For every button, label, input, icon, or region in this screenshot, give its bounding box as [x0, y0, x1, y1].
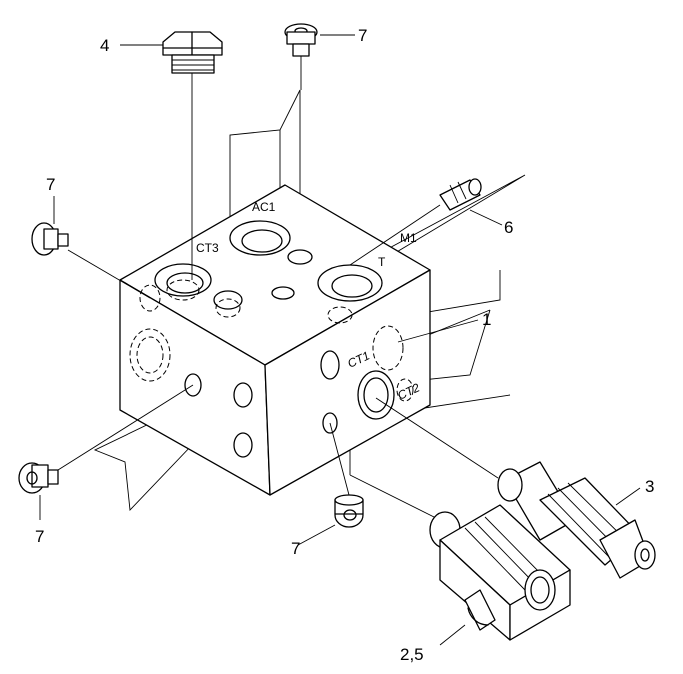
plug-large: [162, 31, 223, 280]
pin: [349, 178, 482, 266]
port-m1: M1: [400, 231, 417, 245]
callout-3: 3: [645, 477, 654, 496]
valve-block: [119, 184, 431, 496]
callout-7-bottom: 7: [291, 539, 300, 558]
callout-4: 4: [100, 36, 109, 55]
solenoid-valve: [429, 504, 571, 641]
callout-6: 6: [504, 218, 513, 237]
callout-2-5: 2,5: [400, 645, 424, 664]
callout-1: 1: [482, 310, 491, 329]
screw-bottom: [329, 422, 364, 528]
port-ct3: CT3: [196, 241, 219, 255]
screw-left-lower: [18, 384, 194, 494]
port-ac1: AC1: [252, 200, 276, 214]
callout-7-top: 7: [358, 26, 367, 45]
callout-labels: 4 7 7 7 7 6 1 3 2,5: [35, 26, 654, 664]
screw-top: [284, 23, 318, 90]
screw-left-upper: [31, 222, 151, 299]
port-t: T: [378, 255, 386, 269]
cartridge-valve: [375, 397, 656, 579]
callout-7-left-lower: 7: [35, 527, 44, 546]
callout-leaders: [39, 34, 641, 646]
callout-7-left-upper: 7: [46, 175, 55, 194]
